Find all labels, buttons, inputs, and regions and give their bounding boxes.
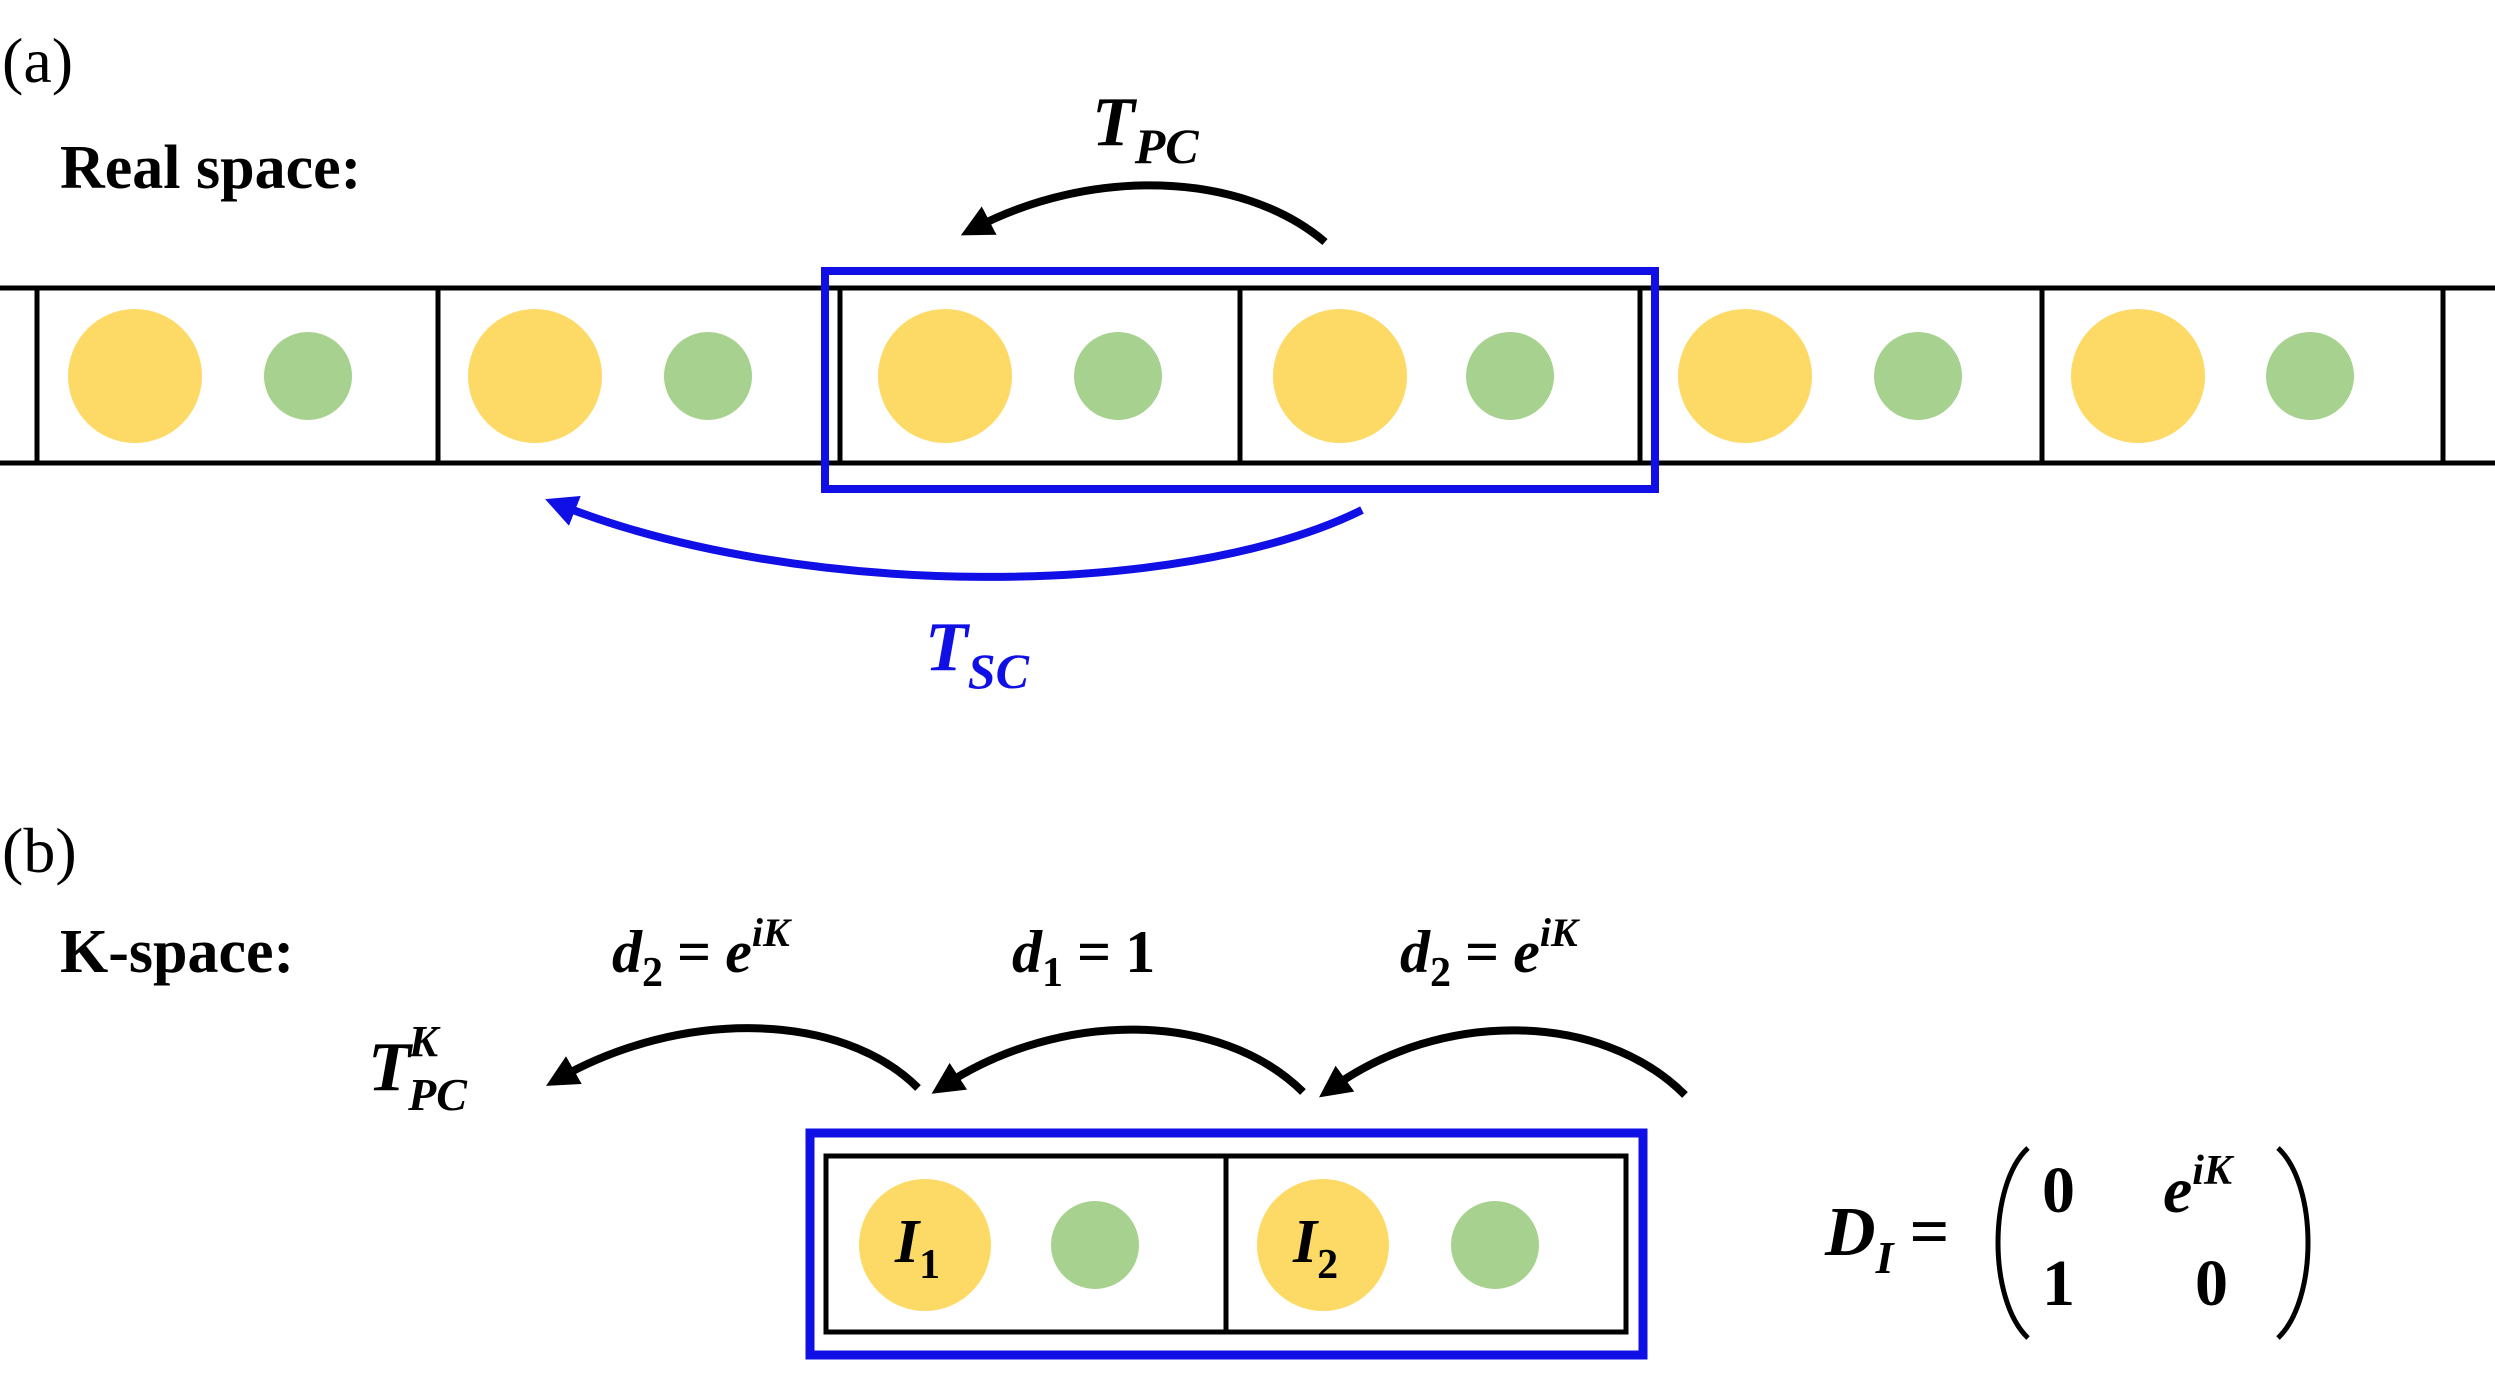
small-atom: [1074, 332, 1162, 420]
k-space-supercell: I1 I2: [805, 1128, 1648, 1360]
panel-b-label: (b): [2, 815, 77, 886]
hop-arrow-left: [546, 1024, 921, 1091]
matrix-m11: 0: [2042, 1154, 2075, 1227]
large-atom: [1678, 309, 1812, 443]
site-i1-label: I1: [894, 1208, 940, 1288]
real-space-heading: Real space:: [60, 134, 361, 202]
supercell-box: [821, 267, 1659, 493]
matrix-left-paren: [1995, 1146, 2030, 1340]
hop-label-d2-left: d2=eiK: [612, 910, 792, 996]
site-i1-atom: [859, 1179, 991, 1311]
t-pc-label: TPC: [1092, 84, 1199, 174]
matrix-m21: 1: [2042, 1247, 2075, 1320]
large-atom: [2071, 309, 2205, 443]
d-i-matrix: DI= 0 eiK 1 0: [1824, 1146, 2311, 1340]
matrix-m22: 0: [2195, 1247, 2228, 1320]
k-supercell-box: [805, 1128, 1648, 1360]
site-i2-label: I2: [1292, 1208, 1338, 1288]
hop-label-d1: d1=1: [1012, 919, 1155, 996]
real-space-lattice: [0, 285, 2495, 466]
t-pc-arrow: [960, 181, 1328, 246]
matrix-right-paren: [2276, 1146, 2311, 1340]
small-atom: [1051, 1201, 1139, 1289]
small-atom: [1466, 332, 1554, 420]
t-sc-arrow: [545, 496, 1364, 581]
large-atom: [68, 309, 202, 443]
k-space-heading: K-space:: [60, 918, 294, 986]
hop-label-d2-right: d2=eiK: [1400, 910, 1580, 996]
small-atom: [664, 332, 752, 420]
matrix-name: DI=: [1824, 1194, 1949, 1283]
small-atom: [2266, 332, 2354, 420]
small-atom: [1451, 1201, 1539, 1289]
site-i2-atom: [1257, 1179, 1389, 1311]
hop-arrow-right: [1319, 1026, 1688, 1098]
matrix-m12: eiK: [2163, 1148, 2235, 1227]
small-atom: [1874, 332, 1962, 420]
large-atom: [468, 309, 602, 443]
large-atom: [1273, 309, 1407, 443]
small-atom: [264, 332, 352, 420]
hop-arrow-middle: [931, 1025, 1306, 1095]
panel-a-label: (a): [2, 25, 73, 96]
large-atom: [878, 309, 1012, 443]
t-sc-label: TSC: [925, 609, 1030, 699]
